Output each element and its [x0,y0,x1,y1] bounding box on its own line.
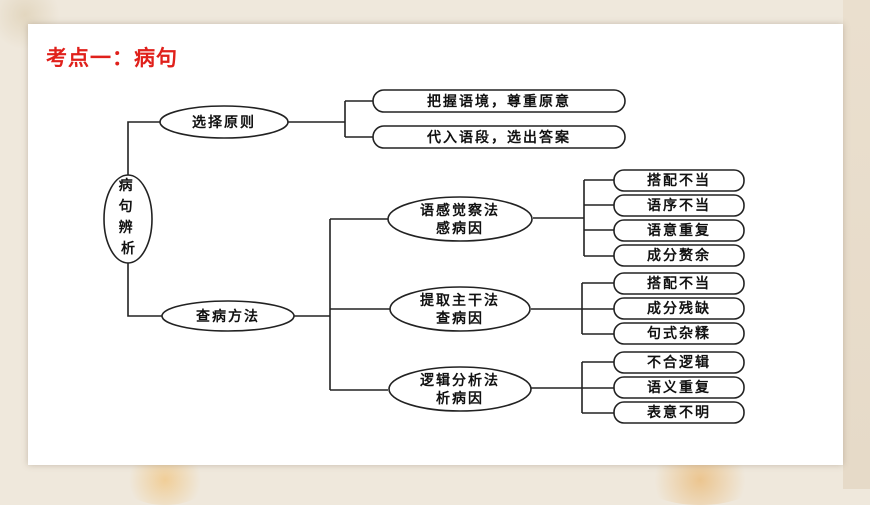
principle-item-2-label: 代入语段，选出答案 [426,129,571,146]
principle-item-1: 把握语境，尊重原意 [372,89,626,113]
method-group-3: 逻辑分析法 析病因 [388,366,532,412]
principle-label: 选择原则 [192,114,256,131]
method-group-2-line2: 查病因 [436,310,484,327]
leaf-g2-1: 搭配不当 [613,272,745,295]
connector-root-method [127,258,162,317]
leaf-g1-4: 成分赘余 [613,244,745,267]
root-char-4: 析 [121,240,135,257]
method-group-1-line1: 语感觉察法 [420,202,500,219]
method-group-3-line1: 逻辑分析法 [420,372,500,389]
svg-text:表意不明: 表意不明 [646,404,711,421]
leaf-g3-2: 语义重复 [613,376,745,399]
method-label: 查病方法 [196,308,260,325]
svg-text:不合逻辑: 不合逻辑 [647,354,711,371]
root-char-2: 句 [119,198,133,215]
background-right-strip [843,0,870,489]
svg-text:成分残缺: 成分残缺 [647,300,711,317]
principle-item-1-label: 把握语境，尊重原意 [427,93,571,110]
method-node: 查病方法 [161,300,295,332]
svg-text:病 句 辨 析: 病 句 辨 析 [119,177,138,257]
principle-node: 选择原则 [159,105,289,139]
principle-item-2: 代入语段，选出答案 [372,125,626,149]
leaf-g3-3: 表意不明 [613,401,745,424]
leaf-g2-3: 句式杂糅 [613,322,745,345]
root-char-1: 病 [119,177,133,194]
svg-text:搭配不当: 搭配不当 [647,172,711,189]
leaf-g3-1: 不合逻辑 [613,351,745,374]
method-group-2: 提取主干法 查病因 [389,286,531,332]
leaf-g1-1: 搭配不当 [613,169,745,192]
leaf-g1-2: 语序不当 [613,194,745,217]
connector-root-principle [127,121,160,180]
page-title: 考点一：病句 [46,46,178,70]
svg-text:语义重复: 语义重复 [647,379,711,396]
root-node: 病 句 辨 析 [103,174,153,264]
svg-text:语意重复: 语意重复 [647,222,711,239]
method-group-3-line2: 析病因 [436,390,484,407]
method-group-2-line1: 提取主干法 [420,292,500,309]
leaf-g1-3: 语意重复 [613,219,745,242]
mind-map: 病 句 辨 析 选择原则 把握语境，尊重原意 代入语段，选出答案 查病方法 语感… [103,89,745,424]
method-group-1-line2: 感病因 [436,220,484,237]
root-char-3: 辨 [119,219,133,236]
svg-text:搭配不当: 搭配不当 [647,275,711,292]
leaf-g2-2: 成分残缺 [613,297,745,320]
svg-text:句式杂糅: 句式杂糅 [647,325,711,342]
svg-text:成分赘余: 成分赘余 [647,247,711,264]
method-group-1: 语感觉察法 感病因 [387,196,533,242]
svg-text:语序不当: 语序不当 [647,197,711,214]
connectors [127,100,614,414]
